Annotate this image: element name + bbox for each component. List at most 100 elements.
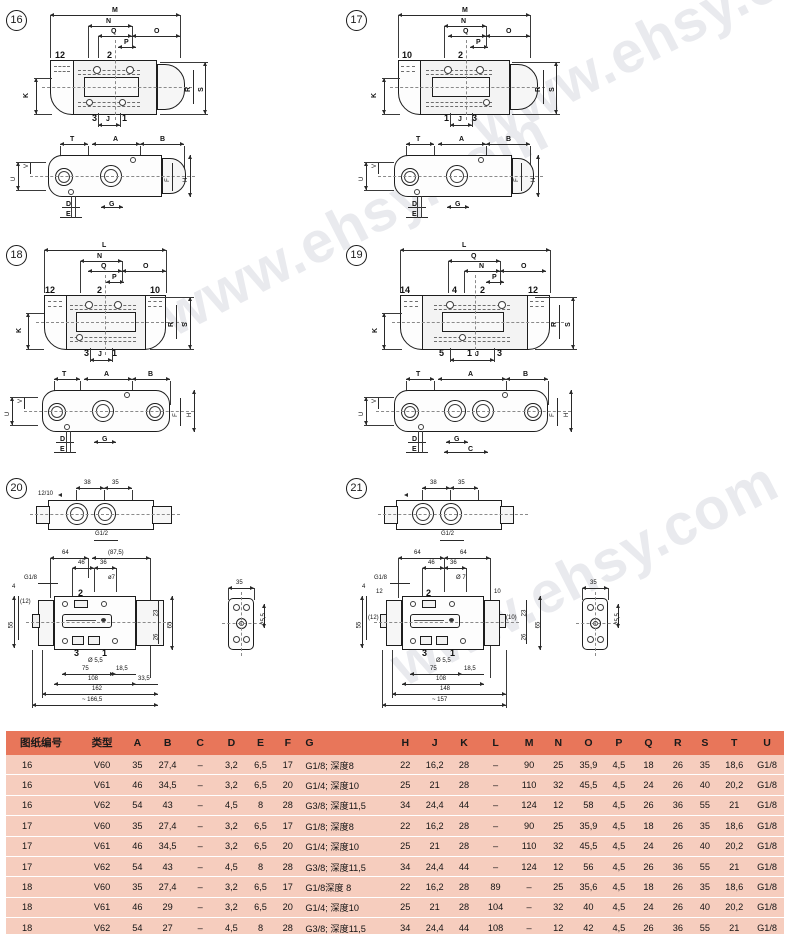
drawing-panel-21: 21 38 35 G1/2 xyxy=(340,470,790,720)
dim-value: 25,5 xyxy=(260,613,267,625)
dim-value: 4 xyxy=(362,584,366,590)
port-number: 1 xyxy=(450,648,456,658)
table-cell: 18 xyxy=(632,815,665,837)
dim-label: M xyxy=(112,7,118,14)
dim-label: S xyxy=(197,87,205,92)
col-header-n: N xyxy=(544,731,572,755)
port-number: 10 xyxy=(150,285,161,295)
col-header-k: K xyxy=(450,731,478,755)
dim-value: 33,5 xyxy=(138,676,150,682)
port-number: 3 xyxy=(84,348,90,358)
port-hole xyxy=(76,334,83,341)
port-number: 3 xyxy=(422,648,428,658)
port-number: 14 xyxy=(400,285,411,295)
dim-label: S xyxy=(548,87,556,92)
table-cell: 28 xyxy=(274,856,302,878)
dim-value: 162 xyxy=(92,686,103,692)
dim-value: 108 xyxy=(88,676,99,682)
dim-value: 64 xyxy=(460,550,467,556)
table-cell: V60 xyxy=(80,815,124,837)
port-number: 3 xyxy=(74,648,80,658)
table-cell: 26 xyxy=(632,795,665,817)
table-cell: 26 xyxy=(664,836,692,857)
dim-label: N xyxy=(106,18,112,25)
table-cell: – xyxy=(184,917,216,934)
dim-label: T xyxy=(70,136,75,143)
dim-label: M xyxy=(462,7,468,14)
table-cell: 55 xyxy=(691,795,719,817)
table-cell: V61 xyxy=(80,774,124,796)
table-cell: 124 xyxy=(513,856,545,878)
bolt-hole xyxy=(478,157,484,163)
dim-label: K xyxy=(372,327,380,334)
dim-label: E xyxy=(412,211,417,218)
pilot-block-right xyxy=(499,614,506,628)
bolt-hole xyxy=(62,601,68,607)
table-cell: 28 xyxy=(450,876,478,898)
table-cell: 36 xyxy=(664,856,692,878)
dim-value: 35 xyxy=(458,480,465,486)
port-number: 12 xyxy=(55,50,66,60)
table-cell: – xyxy=(477,815,514,837)
table-cell: 36 xyxy=(664,795,692,817)
col-header-r: R xyxy=(664,731,692,755)
dim-value: 65 xyxy=(535,621,542,629)
dim-label: N xyxy=(97,253,103,260)
table-cell: – xyxy=(184,815,216,837)
table-cell: 55 xyxy=(691,917,719,934)
col-header-d: D xyxy=(216,731,247,755)
dim-value: (10) xyxy=(506,615,517,621)
table-cell: 17 xyxy=(274,876,302,898)
dim-label: R xyxy=(551,321,559,328)
dimension-table: 图纸编号 类型 A B C D E F G H J K L M N O P Q … xyxy=(6,731,784,934)
table-cell: 21 xyxy=(418,897,451,919)
table-cell: 124 xyxy=(513,795,545,817)
port-number: 2 xyxy=(458,50,464,60)
dim-label: V xyxy=(372,163,379,169)
bolt-hole xyxy=(112,638,118,644)
table-cell: 16,2 xyxy=(418,755,451,776)
col-header-t: T xyxy=(718,731,751,755)
table-cell: 28 xyxy=(450,897,478,919)
dim-value: 4 xyxy=(12,584,16,590)
table-cell: 16,2 xyxy=(418,876,451,898)
table-cell: 16 xyxy=(6,774,81,796)
bolt-hole xyxy=(101,601,107,607)
table-cell: 54 xyxy=(123,795,151,817)
table-cell: 17 xyxy=(6,815,81,837)
dim-value: (12) xyxy=(368,615,379,621)
dim-label: A xyxy=(459,136,465,143)
dim-label: V xyxy=(18,398,25,404)
col-header-p: P xyxy=(605,731,633,755)
table-cell: 54 xyxy=(123,856,151,878)
table-cell: 24,4 xyxy=(418,856,451,878)
table-cell: – xyxy=(184,774,216,796)
dim-value: 18,5 xyxy=(116,666,128,672)
table-cell: 4,5 xyxy=(216,856,247,878)
table-cell: G1/8 xyxy=(750,815,784,837)
table-cell: 44 xyxy=(450,856,478,878)
dim-label: E xyxy=(60,446,65,453)
table-cell: 17 xyxy=(274,815,302,837)
dim-label: G xyxy=(455,201,461,208)
table-cell: V62 xyxy=(80,856,124,878)
table-cell: – xyxy=(477,795,514,817)
table-cell: 35 xyxy=(123,755,151,776)
bolt-hole xyxy=(243,636,250,643)
hole-label: Ø 5,5 xyxy=(88,658,103,664)
port-number: 12 xyxy=(528,285,539,295)
dim-label: H xyxy=(187,412,194,418)
dim-value: 36 xyxy=(100,560,107,566)
dim-value: 35 xyxy=(236,580,243,586)
port-hole xyxy=(126,66,134,74)
bolt-hole xyxy=(233,636,240,643)
table-cell: 28 xyxy=(450,755,478,776)
table-cell: 28 xyxy=(274,917,302,934)
dim-label: V xyxy=(372,398,379,404)
dim-label: R xyxy=(168,321,176,328)
table-cell: 8 xyxy=(246,917,275,934)
table-cell: G1/8 xyxy=(750,897,784,919)
dim-label: Q xyxy=(471,253,477,260)
table-cell: G1/8 xyxy=(750,917,784,934)
